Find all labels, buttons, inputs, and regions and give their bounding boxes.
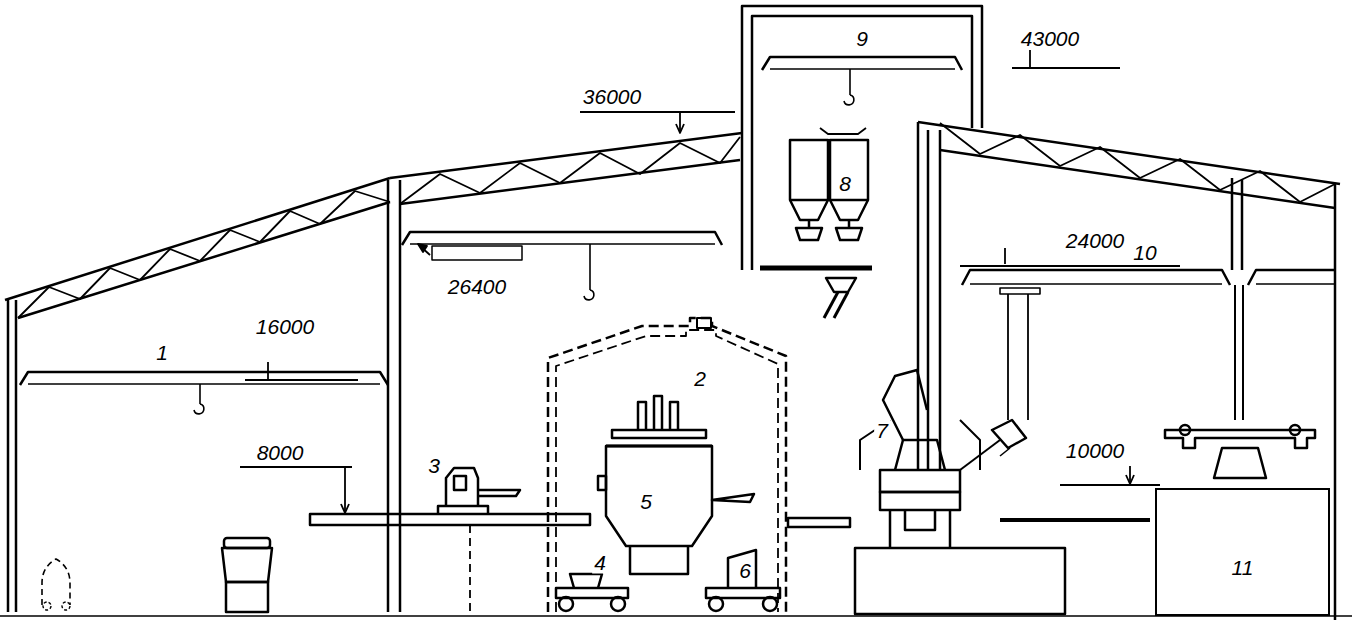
callout-label: 43000 xyxy=(1019,27,1081,50)
callout-label: 10 xyxy=(1131,241,1158,264)
callout-label: 2 xyxy=(692,367,708,390)
callout-label: 36000 xyxy=(581,85,643,108)
callout-label: 24000 xyxy=(1064,229,1126,252)
foundation-block: 11 xyxy=(1155,488,1330,616)
callout-label: 8000 xyxy=(255,441,306,464)
callout-label: 4 xyxy=(592,551,608,574)
callout-label: 5 xyxy=(638,490,654,513)
callout-label: 7 xyxy=(874,419,890,442)
callout-label: 16000 xyxy=(254,315,316,338)
callout-number: 11 xyxy=(1222,550,1264,614)
callout-label: 3 xyxy=(426,454,442,477)
callout-label: 8 xyxy=(837,172,853,195)
callout-label: 10000 xyxy=(1064,439,1126,462)
callout-label: 9 xyxy=(854,27,870,50)
callout-label: 1 xyxy=(154,341,170,364)
callout-label: 26400 xyxy=(446,275,508,298)
callout-label: 6 xyxy=(737,559,753,582)
